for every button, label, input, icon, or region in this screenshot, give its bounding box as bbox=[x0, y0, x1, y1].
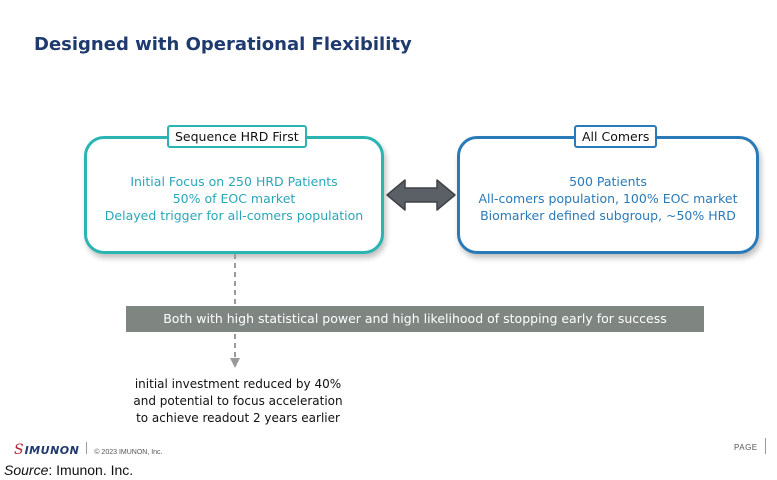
box-line: Biomarker defined subgroup, ~50% HRD bbox=[480, 208, 736, 223]
note-line: and potential to focus acceleration bbox=[133, 394, 343, 408]
footer-logo: S IMUNON © 2023 IMUNON, Inc. bbox=[14, 442, 163, 458]
source-text: : Imunon. Inc. bbox=[48, 462, 134, 478]
source-prefix: Source bbox=[4, 462, 49, 478]
all-comers-label: All Comers bbox=[574, 125, 658, 148]
note-line: to achieve readout 2 years earlier bbox=[136, 411, 340, 425]
sequence-hrd-first-box: Sequence HRD First Initial Focus on 250 … bbox=[84, 125, 384, 254]
box-line: 50% of EOC market bbox=[172, 191, 296, 206]
sequence-hrd-first-text: Initial Focus on 250 HRD Patients 50% of… bbox=[87, 173, 381, 224]
page-divider bbox=[765, 438, 766, 454]
page-title: Designed with Operational Flexibility bbox=[34, 34, 412, 55]
copyright: © 2023 IMUNON, Inc. bbox=[94, 449, 163, 456]
dashed-connector-arrow bbox=[230, 254, 240, 368]
box-line: Initial Focus on 250 HRD Patients bbox=[130, 174, 338, 189]
all-comers-box: All Comers 500 Patients All-comers popul… bbox=[457, 125, 759, 254]
note-line: initial investment reduced by 40% bbox=[134, 377, 342, 391]
box-line: Delayed trigger for all-comers populatio… bbox=[104, 208, 364, 223]
logo-mark: S bbox=[14, 442, 24, 458]
investment-note: initial investment reduced by 40% and po… bbox=[118, 376, 358, 427]
all-comers-text: 500 Patients All-comers population, 100%… bbox=[460, 173, 756, 224]
source-caption: Source: Imunon. Inc. bbox=[4, 462, 133, 478]
footer-divider bbox=[86, 442, 88, 454]
page-label: PAGE bbox=[734, 443, 758, 452]
box-line: All-comers population, 100% EOC market bbox=[478, 191, 738, 206]
logo-text: IMUNON bbox=[24, 444, 80, 457]
double-arrow-icon bbox=[386, 179, 456, 211]
sequence-hrd-first-label: Sequence HRD First bbox=[167, 125, 307, 148]
box-line: 500 Patients bbox=[569, 174, 647, 189]
summary-banner: Both with high statistical power and hig… bbox=[126, 306, 704, 332]
